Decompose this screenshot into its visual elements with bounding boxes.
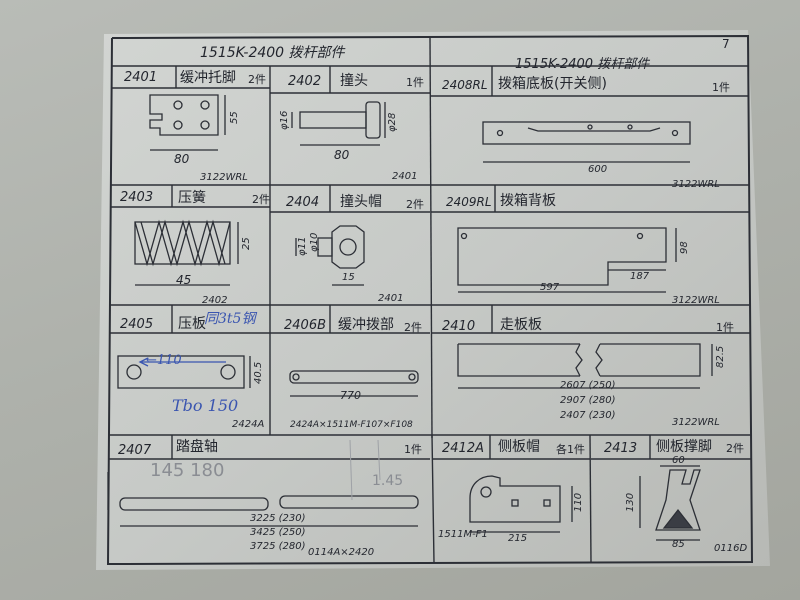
cell-2404-dim-length: 15 xyxy=(342,272,355,283)
cell-2401-code: 2401 xyxy=(124,70,158,85)
cell-2404-dim-outer: φ11 xyxy=(297,236,308,256)
cell-2407-footer: 0114A×2420 xyxy=(308,547,375,558)
pen-note-150: Tbo 150 xyxy=(172,396,239,415)
pen-note-110: ←110 xyxy=(146,353,182,368)
part-2413-drawing xyxy=(639,465,701,541)
cell-2404-dim-inner: φ10 xyxy=(309,232,320,252)
left-header-title: 1515K-2400 拨杆部件 xyxy=(200,45,345,61)
cell-2407-qty: 1件 xyxy=(404,443,422,456)
cell-2405-dim-height: 40.5 xyxy=(253,361,264,384)
part-2412A-drawing xyxy=(469,475,573,533)
cell-2407-dim-l1: 3225 (230) xyxy=(250,513,306,524)
cell-2406B-name: 缓冲拨部 xyxy=(338,317,394,333)
cell-2401-dim-width: 80 xyxy=(174,152,190,166)
cell-2402-dim-shaft: φ16 xyxy=(279,110,290,130)
cell-2412A-qty: 各1件 xyxy=(556,443,585,456)
part-2407-drawing xyxy=(107,472,419,527)
part-2402-drawing xyxy=(291,101,386,146)
cell-2412A-dim-height: 110 xyxy=(573,492,584,512)
part-2403-drawing xyxy=(134,219,239,286)
cell-2408RL-footer: 3122WRL xyxy=(672,179,720,190)
cell-2413-dim-top: 60 xyxy=(672,455,685,466)
cell-2401-dim-height: 55 xyxy=(229,111,240,124)
right-header-title: 1515K-2400 拨杆部件 xyxy=(515,57,650,72)
cell-2403-name: 压簧 xyxy=(178,190,206,206)
cell-2413-qty: 2件 xyxy=(726,442,744,455)
cell-2409RL-dim-step: 187 xyxy=(630,271,650,282)
cell-2404-qty: 2件 xyxy=(406,198,424,211)
cell-2410-dim-l2: 2907 (280) xyxy=(560,395,616,406)
pen-note-material: 同3t5钢 xyxy=(204,311,256,327)
cell-2410-code: 2410 xyxy=(442,319,476,334)
part-2404-drawing xyxy=(295,225,365,286)
part-2405-drawing xyxy=(117,355,251,389)
cell-2406B-footer: 2424A×1511M-F107×F108 xyxy=(290,420,413,430)
cell-2413-code: 2413 xyxy=(604,441,638,456)
cell-2410-dim-l1: 2607 (250) xyxy=(560,380,616,391)
cell-2405-footer: 2424A xyxy=(232,419,265,430)
cell-2408RL-code: 2408RL xyxy=(442,78,488,92)
cell-2401-footer: 3122WRL xyxy=(200,172,248,183)
cell-2406B-dim-length: 770 xyxy=(340,389,361,402)
cell-2403-code: 2403 xyxy=(120,190,154,205)
cell-2413-name: 侧板撑脚 xyxy=(656,439,712,455)
cell-2412A-code: 2412A xyxy=(442,441,484,456)
page-number: 7 xyxy=(722,37,730,51)
cell-2408RL-qty: 1件 xyxy=(712,81,730,94)
cell-2404-code: 2404 xyxy=(286,195,320,210)
cell-2404-name: 撞头帽 xyxy=(340,194,382,210)
cell-2409RL-footer: 3122WRL xyxy=(672,295,720,306)
part-2401-drawing xyxy=(149,94,226,151)
cell-2406B-qty: 2件 xyxy=(404,321,422,334)
cell-2410-dim-width: 82.5 xyxy=(715,345,726,368)
cell-2402-dim-head: φ28 xyxy=(387,112,398,132)
part-2410-drawing xyxy=(457,343,713,389)
cell-2410-dim-l3: 2407 (230) xyxy=(560,410,616,421)
cell-2405-name: 压板 xyxy=(178,316,206,332)
pencil-note: 145 180 xyxy=(150,460,225,481)
cell-2406B-code: 2406B xyxy=(284,318,327,333)
cell-2401-qty: 2件 xyxy=(248,73,266,86)
cell-2402-footer: 2401 xyxy=(392,171,418,182)
cell-2408RL-dim-length: 600 xyxy=(588,164,608,175)
cell-2407-code: 2407 xyxy=(118,443,152,458)
cell-2408RL-name: 拨箱底板(开关侧) xyxy=(498,76,607,92)
cell-2413-dim-base: 85 xyxy=(672,539,685,550)
cell-2409RL-dim-length: 597 xyxy=(540,282,560,293)
cell-2409RL-name: 拨箱背板 xyxy=(500,193,556,209)
cell-2410-footer: 3122WRL xyxy=(672,417,720,428)
cell-2405-code: 2405 xyxy=(120,317,154,332)
cell-2407-dim-l3: 3725 (280) xyxy=(250,541,306,552)
cell-2412A-dim-length: 215 xyxy=(508,533,528,544)
cell-2407-name: 踏盘轴 xyxy=(176,439,218,455)
cell-2412A-name: 侧板帽 xyxy=(498,439,540,455)
cell-2401-name: 缓冲托脚 xyxy=(180,70,236,86)
cell-2413-dim-height: 130 xyxy=(625,492,636,512)
pencil-note-2: 1.45 xyxy=(372,473,404,489)
cell-2403-footer: 2402 xyxy=(202,295,228,306)
cell-2402-dim-length: 80 xyxy=(334,148,350,162)
cell-2404-footer: 2401 xyxy=(378,293,404,304)
cell-2410-name: 走板板 xyxy=(500,317,542,333)
cell-2413-footer: 0116D xyxy=(714,543,748,554)
cell-2402-code: 2402 xyxy=(288,74,322,89)
cell-2412A-footer: 1511M-F1 xyxy=(438,529,488,540)
pencil-marks xyxy=(349,439,381,501)
cell-2403-qty: 2件 xyxy=(252,193,270,206)
pen-marks xyxy=(138,357,226,367)
cell-2409RL-code: 2409RL xyxy=(446,195,492,209)
cell-2403-dim-length: 45 xyxy=(176,273,192,287)
cell-2407-dim-l2: 3425 (250) xyxy=(250,527,306,538)
part-2408RL-drawing xyxy=(482,121,691,163)
cell-2402-name: 撞头 xyxy=(340,73,368,89)
part-2409RL-drawing xyxy=(457,227,677,293)
cell-2403-dim-diameter: 25 xyxy=(241,237,252,250)
cell-2409RL-dim-height: 98 xyxy=(679,241,690,254)
cell-2402-qty: 1件 xyxy=(406,76,424,89)
part-2406B-drawing xyxy=(289,370,419,397)
cell-2410-qty: 1件 xyxy=(716,321,734,334)
